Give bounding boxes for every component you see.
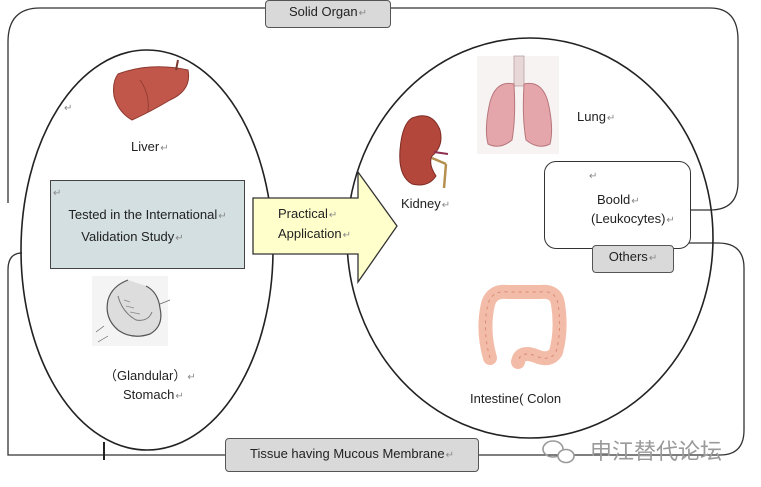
text-cursor [103,442,105,460]
validation-line-1: Tested in the International↵ [68,207,227,222]
stomach-icon [92,276,171,346]
watermark-text: 申江替代论坛 [590,440,723,465]
intestine-icon [478,284,567,369]
liver-label: Liver↵ [131,139,169,154]
validation-line-2: Validation Study↵ [81,229,184,244]
paragraph-mark: ↵ [445,450,454,461]
application-arrow [252,169,398,285]
stomach-label-line-2: Stomach↵ [123,387,184,402]
paragraph-mark: ↵ [358,8,368,19]
blood-label-line-2: (Leukocytes)↵ [591,211,675,226]
paragraph-mark: ↵ [53,188,62,199]
validation-study-box: ↵ Tested in the International↵ Validatio… [50,180,245,269]
paragraph-mark: ↵ [64,103,73,114]
blood-box: ↵ Boold↵ (Leukocytes)↵ [544,161,691,249]
lung-label: Lung↵ [577,109,616,124]
solid-organ-outline [7,7,739,211]
arrow-label-line-2: Application↵ [278,226,351,241]
stomach-label-line-1: （Glandular）↵ [104,368,196,383]
arrow-label-line-1: Practical↵ [278,206,338,221]
mucous-membrane-tag: Tissue having Mucous Membrane↵ [225,438,479,472]
mucous-outline [7,242,745,456]
wechat-icon [542,440,575,464]
others-tag: Others↵ [592,245,674,273]
mucous-membrane-label: Tissue having Mucous Membrane [250,446,445,461]
blood-label-line-1: Boold↵ [597,192,640,207]
liver-icon [113,59,190,121]
solid-organ-label: Solid Organ [288,4,358,19]
paragraph-mark: ↵ [589,171,598,182]
others-label: Others [608,249,648,264]
intestine-label: Intestine( Colon [470,391,562,406]
paragraph-mark: ↵ [648,253,658,264]
kidney-icon [399,115,449,189]
solid-organ-tag: Solid Organ↵ [265,0,391,28]
lung-icon [477,55,559,154]
kidney-label: Kidney↵ [401,196,451,211]
